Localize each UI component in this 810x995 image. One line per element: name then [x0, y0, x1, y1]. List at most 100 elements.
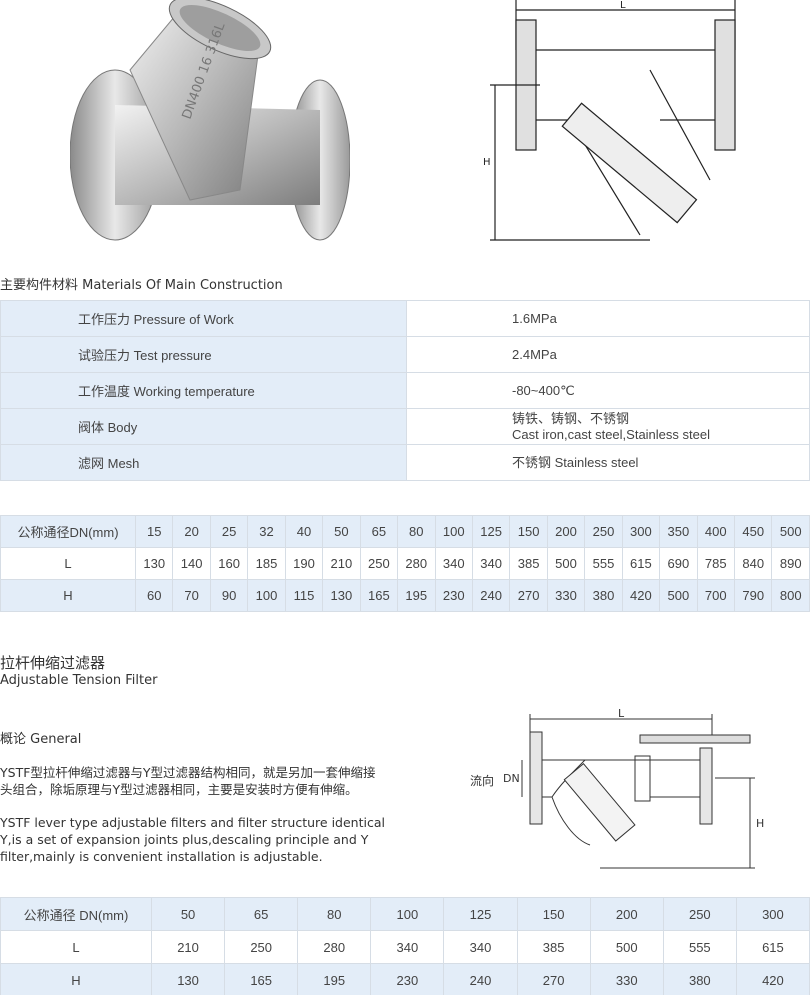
table-cell: 340	[434, 547, 473, 580]
svg-text:DN: DN	[503, 772, 520, 785]
svg-text:L: L	[620, 0, 626, 11]
table-cell: 420	[621, 579, 661, 612]
svg-text:H: H	[756, 817, 764, 830]
table-cell: 385	[516, 930, 591, 964]
table-cell: 450	[733, 515, 773, 548]
table-cell: 690	[659, 547, 698, 580]
description-en: YSTF lever type adjustable filters and f…	[0, 815, 385, 864]
table-cell: 50	[322, 515, 361, 548]
table-cell: 165	[359, 579, 399, 612]
tension-filter-drawing: L 流向 DN H	[470, 707, 764, 869]
table-cell: 70	[172, 579, 211, 612]
table-cell: 500	[771, 515, 810, 548]
table-cell: 555	[662, 930, 737, 964]
table-cell: 190	[284, 547, 324, 580]
description-cn: YSTF型拉杆伸缩过滤器与Y型过滤器结构相同，就是另加一套伸缩接 头组合，除垢原…	[0, 765, 376, 797]
table-cell: 385	[509, 547, 548, 580]
table-cell: 195	[397, 579, 436, 612]
section-title-en: Adjustable Tension Filter	[0, 673, 158, 688]
table-cell: 80	[397, 515, 436, 548]
table-cell: 165	[224, 963, 299, 995]
table-cell: 125	[443, 897, 518, 931]
table-cell: 250	[224, 930, 299, 964]
table-cell: 100	[247, 579, 286, 612]
table-cell: 500	[546, 547, 586, 580]
table-cell: 340	[443, 930, 518, 964]
row-label: 公称通径DN(mm)	[0, 515, 136, 548]
row-label: 公称通径 DN(mm)	[0, 897, 152, 931]
table-cell: 15	[134, 515, 174, 548]
table-cell: 200	[546, 515, 586, 548]
table-cell: 140	[172, 547, 211, 580]
table-cell: 840	[733, 547, 773, 580]
table-cell: 615	[735, 930, 810, 964]
table-cell: 330	[589, 963, 664, 995]
table-cell: 230	[434, 579, 473, 612]
table-cell: 100	[370, 897, 445, 931]
table-cell: 25	[209, 515, 249, 548]
y-strainer-drawing: L H	[483, 0, 736, 241]
table-cell: 270	[516, 963, 591, 995]
table-cell: 130	[150, 963, 226, 995]
table-cell: 160	[209, 547, 249, 580]
table-cell: 250	[584, 515, 623, 548]
general-heading: 概论 General	[0, 732, 82, 747]
table-cell: 65	[359, 515, 399, 548]
table-cell: 785	[696, 547, 736, 580]
table-cell: 130	[322, 579, 361, 612]
svg-text:H: H	[483, 157, 491, 168]
table-cell: 150	[509, 515, 548, 548]
svg-text:L: L	[618, 707, 625, 720]
table-cell: 280	[297, 930, 372, 964]
table-cell: 65	[224, 897, 299, 931]
table-cell: 380	[662, 963, 737, 995]
section-title-cn: 拉杆伸缩过滤器	[0, 654, 106, 672]
table-cell: 210	[322, 547, 361, 580]
table-cell: 50	[150, 897, 226, 931]
table-cell: 240	[443, 963, 518, 995]
table-cell: 280	[397, 547, 436, 580]
table-cell: 100	[434, 515, 473, 548]
table-cell: 125	[471, 515, 511, 548]
table-cell: 230	[370, 963, 445, 995]
table-cell: 700	[696, 579, 736, 612]
table-cell: 250	[662, 897, 737, 931]
table-cell: 300	[735, 897, 810, 931]
table-cell: 790	[733, 579, 773, 612]
table-cell: 555	[584, 547, 623, 580]
table-cell: 60	[134, 579, 174, 612]
table-cell: 500	[589, 930, 664, 964]
table-cell: 130	[134, 547, 174, 580]
table-cell: 240	[471, 579, 511, 612]
table-cell: 210	[150, 930, 226, 964]
table-cell: 80	[297, 897, 372, 931]
table-cell: 150	[516, 897, 591, 931]
materials-title: 主要构件材料 Materials Of Main Construction	[0, 278, 283, 293]
valve-photo: DN400 16 316L	[70, 0, 350, 241]
table-cell: 250	[359, 547, 399, 580]
table-cell: 20	[172, 515, 211, 548]
table-cell: 890	[771, 547, 810, 580]
table-cell: 32	[247, 515, 286, 548]
table-cell: 800	[771, 579, 810, 612]
table-cell: 340	[370, 930, 445, 964]
table-cell: 195	[297, 963, 372, 995]
table-cell: 330	[546, 579, 586, 612]
svg-text:流向: 流向	[470, 773, 494, 788]
table-cell: 340	[471, 547, 511, 580]
table-cell: 185	[247, 547, 286, 580]
table-cell: 90	[209, 579, 249, 612]
